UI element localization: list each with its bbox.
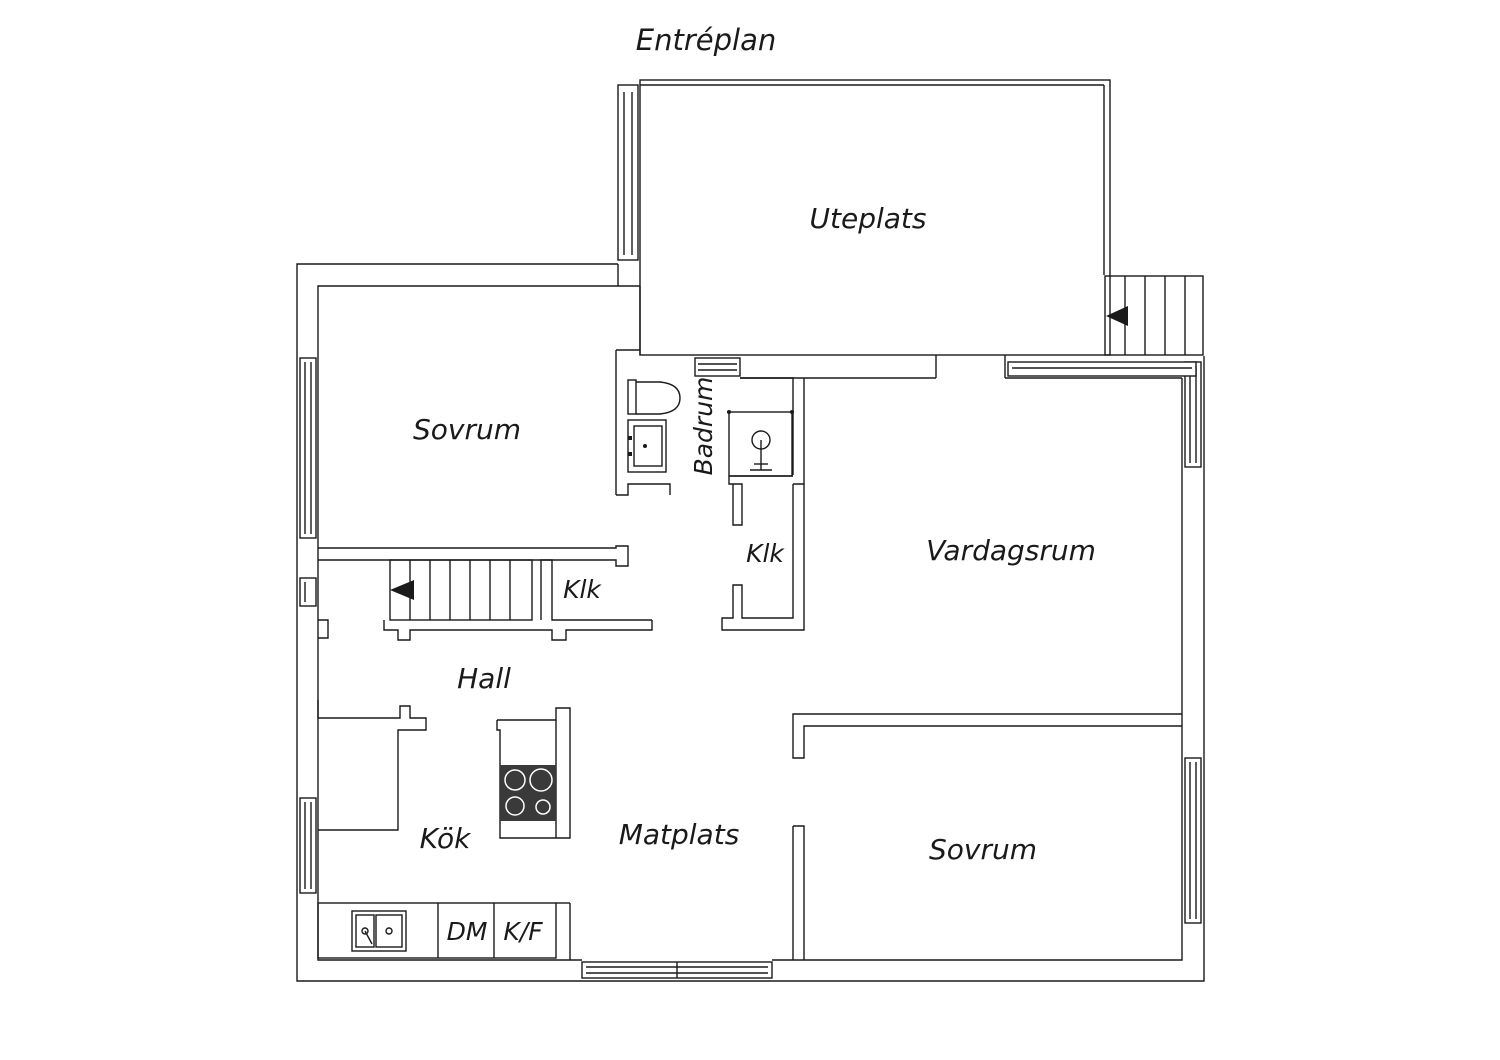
room-label-hall: Hall [457,662,511,695]
room-label-badrum: Badrum [689,377,718,476]
kitchen-sink-icon [351,910,407,952]
room-label-vardagsrum: Vardagsrum [926,534,1096,567]
room-label-klk-1: Klk [563,575,602,604]
room-label-klk-2: Klk [746,539,785,568]
room-label-matplats: Matplats [619,818,740,851]
hall-walls [317,619,427,831]
room-label-uteplats: Uteplats [810,202,927,235]
room-label-kok: Kök [420,822,472,855]
stair-direction-arrow-icon [1106,306,1128,326]
room-label-sovrum-1: Sovrum [413,413,521,446]
bedroom-1-walls [318,545,629,567]
closet-2 [721,378,805,631]
bathroom [616,377,794,496]
kitchen [317,707,571,960]
fixture-label-kf: K/F [503,917,543,946]
patio [617,79,1111,356]
fixture-label-dm: DM [447,917,488,946]
room-label-sovrum-2: Sovrum [929,833,1037,866]
stairs-arrow-icon [390,580,414,600]
floor-title: Entréplan [636,23,776,57]
windows [299,357,1202,979]
patio-steps [1104,275,1204,356]
living-room-walls [792,713,1182,960]
interior-stairs [383,559,653,641]
